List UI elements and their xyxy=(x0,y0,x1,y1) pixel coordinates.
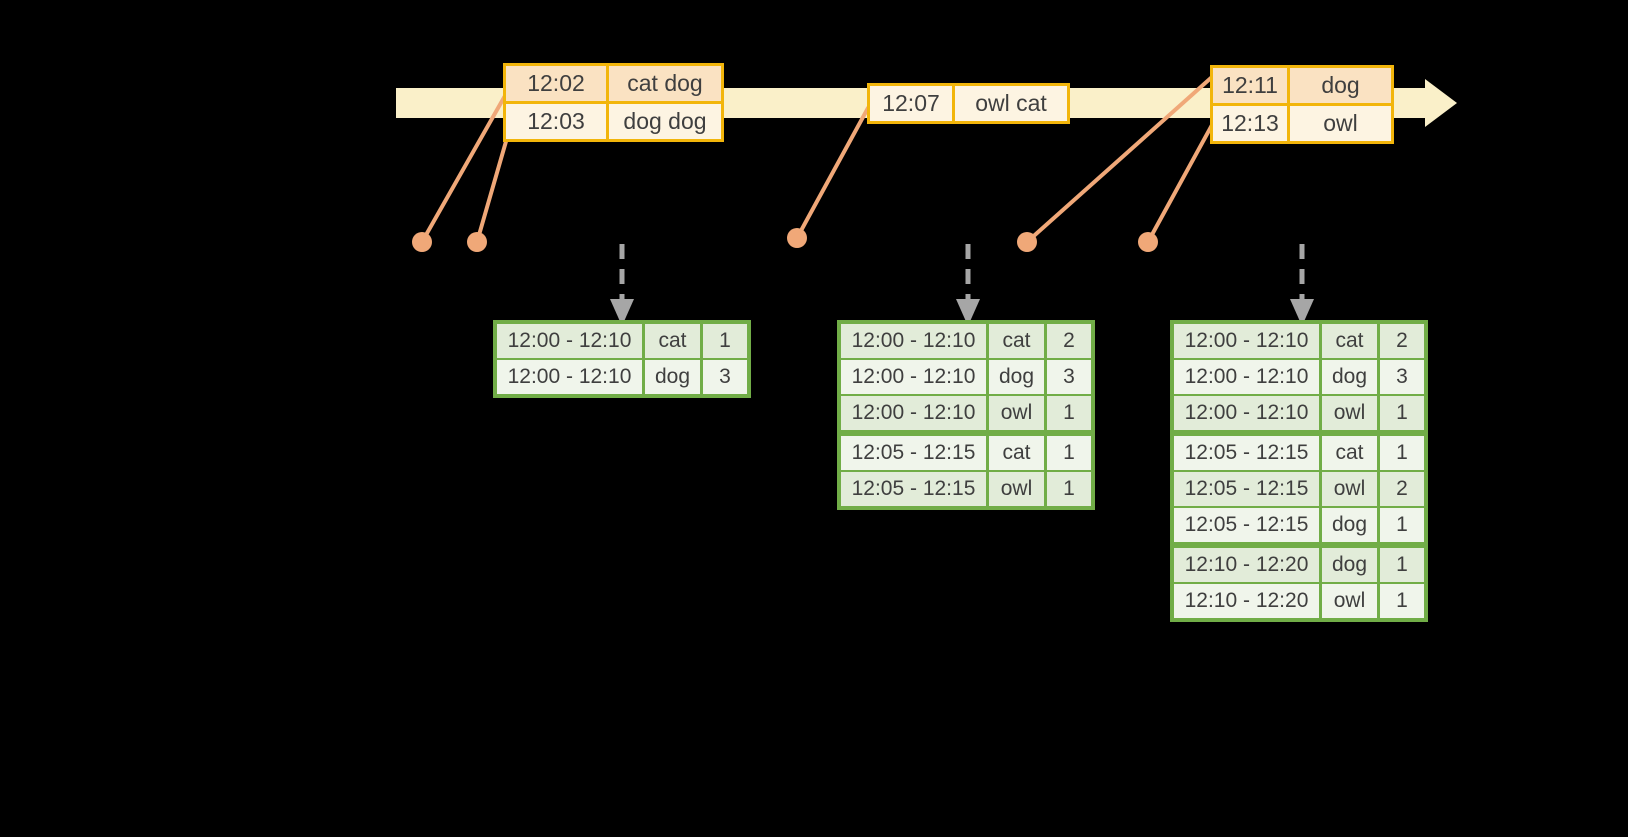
event-connector-line xyxy=(475,129,511,244)
window-range: 12:10 - 12:20 xyxy=(1174,584,1319,618)
count: 2 xyxy=(1047,324,1091,358)
event-time: 12:11 xyxy=(1213,68,1287,103)
event-dot-icon xyxy=(467,232,487,252)
event-time: 12:02 xyxy=(506,66,606,101)
window-range: 12:00 - 12:10 xyxy=(1174,324,1319,358)
window-range: 12:05 - 12:15 xyxy=(1174,436,1319,470)
word: owl xyxy=(989,396,1044,430)
window-range: 12:10 - 12:20 xyxy=(1174,548,1319,582)
count: 1 xyxy=(703,324,747,358)
event-dot-icon xyxy=(412,232,432,252)
event-words: owl cat xyxy=(955,86,1067,121)
count: 1 xyxy=(1380,436,1424,470)
event-time: 12:07 xyxy=(870,86,952,121)
event-words: owl xyxy=(1290,106,1391,141)
word: dog xyxy=(989,360,1044,394)
event-dot-icon xyxy=(1017,232,1037,252)
word: owl xyxy=(1322,584,1377,618)
word: dog xyxy=(1322,360,1377,394)
window-range: 12:00 - 12:10 xyxy=(841,396,986,430)
event-time: 12:13 xyxy=(1213,106,1287,141)
word: dog xyxy=(1322,548,1377,582)
event-connector-line xyxy=(795,106,870,240)
event-connector-line xyxy=(1146,123,1214,244)
word: dog xyxy=(645,360,700,394)
event-dot-icon xyxy=(1138,232,1158,252)
window-range: 12:00 - 12:10 xyxy=(1174,360,1319,394)
timeline-arrowhead-icon xyxy=(1425,79,1457,127)
count: 2 xyxy=(1380,324,1424,358)
event-words: dog dog xyxy=(609,104,721,139)
window-range: 12:00 - 12:10 xyxy=(841,360,986,394)
event-dot-icon xyxy=(787,228,807,248)
event-words: cat dog xyxy=(609,66,721,101)
count: 1 xyxy=(1380,508,1424,542)
count: 1 xyxy=(1380,584,1424,618)
word: cat xyxy=(1322,324,1377,358)
count: 1 xyxy=(1047,472,1091,506)
count: 1 xyxy=(1047,436,1091,470)
count: 3 xyxy=(703,360,747,394)
trigger-arrow-icon xyxy=(610,244,634,326)
count: 1 xyxy=(1380,548,1424,582)
word: owl xyxy=(989,472,1044,506)
word: cat xyxy=(645,324,700,358)
window-range: 12:05 - 12:15 xyxy=(841,436,986,470)
count: 1 xyxy=(1380,396,1424,430)
count: 1 xyxy=(1047,396,1091,430)
window-range: 12:00 - 12:10 xyxy=(841,324,986,358)
word: dog xyxy=(1322,508,1377,542)
word: cat xyxy=(989,436,1044,470)
window-range: 12:05 - 12:15 xyxy=(1174,472,1319,506)
count: 3 xyxy=(1047,360,1091,394)
window-range: 12:05 - 12:15 xyxy=(1174,508,1319,542)
word: cat xyxy=(1322,436,1377,470)
window-range: 12:00 - 12:10 xyxy=(1174,396,1319,430)
word: cat xyxy=(989,324,1044,358)
count: 3 xyxy=(1380,360,1424,394)
window-range: 12:05 - 12:15 xyxy=(841,472,986,506)
window-range: 12:00 - 12:10 xyxy=(497,360,642,394)
count: 2 xyxy=(1380,472,1424,506)
word: owl xyxy=(1322,472,1377,506)
trigger-arrow-icon xyxy=(956,244,980,326)
window-range: 12:00 - 12:10 xyxy=(497,324,642,358)
trigger-arrow-icon xyxy=(1290,244,1314,326)
event-words: dog xyxy=(1290,68,1391,103)
word: owl xyxy=(1322,396,1377,430)
event-time: 12:03 xyxy=(506,104,606,139)
